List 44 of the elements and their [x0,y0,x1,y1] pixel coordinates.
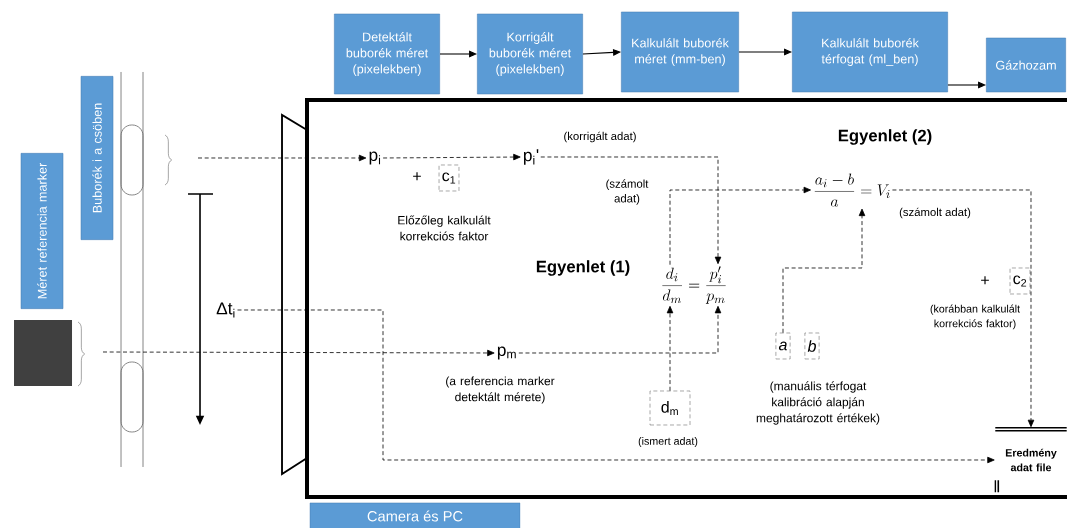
variable-text: Δt$_{i}$ [216,302,235,318]
process-box: Korrigált buborék méret (pixelekben) [477,13,583,95]
note-text: Előzőleg kalkulált korrekciós faktor [398,215,491,241]
process-box: Kalkulált buborék méret (mm-ben) [621,11,739,93]
label-box: Méret referencia marker [20,153,64,309]
note-text: + [981,276,989,285]
arrow [782,208,866,334]
variable-text: p$_{i}$' [523,149,539,165]
arrow [237,309,995,464]
equation-heading: Egyenlet (1) [536,260,630,276]
arrow [669,186,811,266]
note-text: (ismert adat) [638,437,698,447]
variable-box: d$_{m}$ [649,390,691,426]
variable-box: c$_{2}$ [1009,267,1031,295]
arrow [540,156,722,265]
data-file: Eredmény adat file [994,426,1067,494]
edge-label: (számolt adat) [897,206,973,220]
variable-box: b [804,332,820,360]
variable-box: a [775,332,791,360]
process-box: Detektált buborék méret (pixelekben) [334,13,440,95]
process-box: Gázhozam [986,37,1066,93]
variable-box: c$_{1}$ [438,164,460,192]
equation-heading: Egyenlet (2) [838,129,932,145]
variable-text: p$_{i}$ [369,151,381,165]
arrow [947,81,986,89]
label-box: Camera és PC [309,502,521,528]
process-box: Kalkulált buborék térfogat (ml_ben) [792,11,948,93]
note-text: (a referencia marker detektált mérete) [446,376,555,404]
arrow [102,349,495,357]
edge-label: (korrigált adat) [562,130,638,144]
equation: $\frac{d_i}{d_m}=\frac{p_i'}{p_m}$ [662,266,726,304]
note-text: (korábban kalkulált korrekciós faktor) [930,304,1020,330]
note-text: (manuális térfogat kalibráció alapján meghatározott értékek) [756,381,880,425]
arrow [518,305,722,354]
variable-text: p$_{m}$ [497,346,516,360]
note-text: + [413,172,421,181]
equation: $\frac{a_i-b}{a}=V_i$ [814,173,890,207]
arrow [738,48,792,56]
label-box: Buborék i a csöben [80,76,114,240]
arrow [892,189,1035,428]
arrow [382,153,521,161]
arrow [666,305,674,392]
edge-label: (számolt adat) [600,178,654,206]
arrow [197,154,367,162]
